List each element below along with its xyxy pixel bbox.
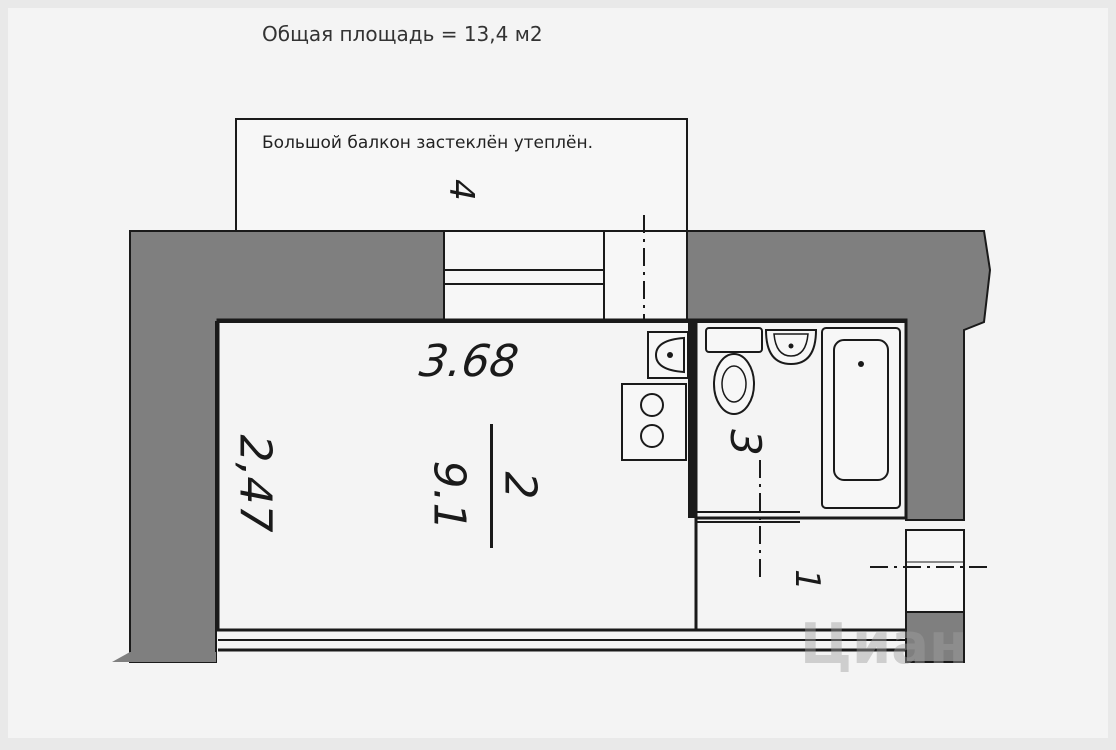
room-length-label: 2,47: [229, 434, 281, 533]
balcony-room-number: 4: [440, 179, 481, 201]
balcony-outline: [235, 118, 688, 232]
main-room-area: 9.1: [423, 460, 475, 531]
main-room-number: 2: [494, 471, 546, 500]
kitchen-sink-icon: [647, 331, 689, 379]
bathroom-sink-icon: [764, 329, 818, 366]
balcony-caption: Большой балкон застеклён утеплён.: [262, 133, 593, 153]
total-area-label: Общая площадь = 13,4 м2: [262, 22, 543, 46]
wall-top-right: [686, 230, 992, 521]
bathtub-icon: [821, 327, 901, 509]
room-width-label: 3.68: [416, 336, 522, 387]
entry-door: [905, 529, 965, 613]
room-fraction-line: [490, 424, 493, 548]
balcony-window: [443, 230, 688, 323]
watermark-logo: Циан: [800, 612, 968, 677]
bottom-window: [218, 628, 906, 652]
bathroom-room-number: 3: [720, 429, 770, 456]
partition-wall: [688, 320, 696, 518]
toilet-icon: [705, 327, 763, 415]
stove-icon: [621, 383, 687, 461]
hall-room-number: 1: [786, 569, 827, 591]
wall-bottom-left-end: [112, 652, 216, 662]
